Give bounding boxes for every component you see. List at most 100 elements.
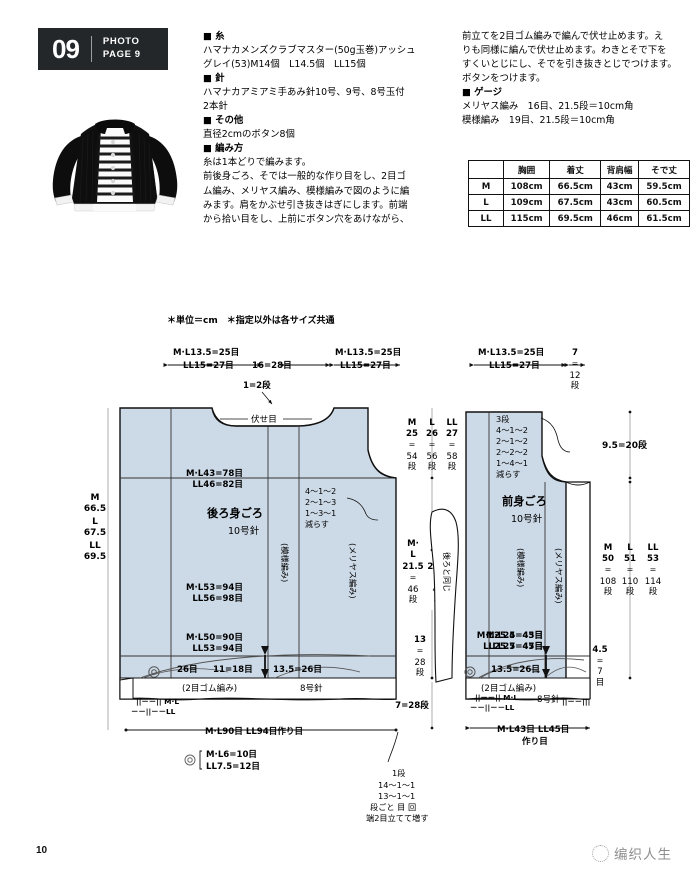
right-m-val: 50 — [602, 554, 614, 564]
front-neck-top-rows-a: 12 — [570, 371, 581, 381]
back-bind-off: 伏せ目 — [251, 413, 277, 425]
mid-ll-rows-b: 段 — [448, 460, 457, 472]
watermark-icon — [592, 844, 609, 862]
table-header-cell: 背肩幅 — [600, 160, 640, 179]
back-shoulder-left-ll: LL15=27目 — [183, 360, 234, 371]
text-line: 2本針 — [203, 101, 228, 113]
back-rib-ll: －－||－－LL — [131, 707, 176, 717]
table-header-row: 胸囲 着丈 背肩幅 そで丈 — [468, 160, 690, 179]
back-armhole-dec-1: 4～1～2 — [305, 487, 336, 496]
mid-l-rows-a: 56 — [427, 452, 438, 462]
back-pocket-ll: LL7.5=12目 — [206, 761, 260, 772]
back-length-ll: 69.5 — [84, 552, 106, 562]
front-shoulder-ml: M·L13.5=25目 — [478, 347, 544, 358]
side-note-3: 13～1～1 — [378, 791, 415, 801]
back-shoulder-right-ml: M·L13.5=25目 — [335, 347, 401, 358]
text-line: メリヤス編み 16目、21.5段＝10cm角 — [462, 101, 634, 113]
back-chest-upper-ml: M·L43=78目 — [186, 468, 243, 479]
back-rib-label: (2目ゴム編み) — [182, 682, 237, 694]
badge-page-label: PAGE 9 — [102, 49, 141, 60]
measurements-table: 胸囲 着丈 背肩幅 そで丈 M 108cm 66.5cm 43cm 59.5cm… — [468, 160, 690, 227]
front-same-as-back: 後ろと同じ — [442, 552, 452, 592]
mid3-eq: = — [417, 646, 424, 655]
table-cell: 109cm — [502, 194, 551, 211]
text-line: ■ その他 — [203, 115, 244, 127]
right-upper-dim: 9.5=20段 — [602, 439, 648, 451]
mid-ll-eq: = — [449, 440, 456, 449]
table-cell: 43cm — [600, 178, 640, 195]
right-ll-rows-a: 114 — [645, 577, 661, 587]
table-cell: 43cm — [600, 194, 640, 211]
back-length-l-label: L — [92, 517, 98, 527]
badge-number: 09 — [52, 33, 80, 64]
black-cardigan-photo — [33, 98, 196, 258]
back-hip-ll: LL53=94目 — [192, 643, 243, 654]
mid2-ml-label2: L — [410, 550, 416, 560]
text-line: 前後身ごろ、そでは一般的な作り目をし、2目ゴ — [203, 171, 406, 183]
text-line: りも同様に編んで伏せ止めます。わきとそで下を — [462, 45, 667, 57]
right-l-rows-b: 段 — [626, 585, 635, 597]
badge-photo-label: PHOTO — [102, 36, 140, 48]
back-chest-lower-ml: M·L53=94目 — [186, 582, 243, 593]
mid-l-eq: = — [429, 440, 436, 449]
text-line: すくいとじにし、そでを引き抜きとじでつけます。 — [462, 59, 677, 71]
front-stockinette-label: (メリヤス編み) — [554, 548, 564, 604]
right-l-label: L — [627, 543, 633, 553]
front-neck-dec-4: 1～4～1 — [496, 458, 528, 468]
back-stockinette-label: (メリヤス編み) — [348, 543, 358, 599]
units-note: ＊単位＝cm ＊指定以外は各サイズ共通 — [167, 314, 334, 326]
back-piece-needle: 10号針 — [228, 525, 260, 537]
mid2-ml-label: M· — [407, 539, 419, 549]
table-cell: 66.5cm — [549, 178, 602, 195]
table-row: LL 115cm 69.5cm 46cm 61.5cm — [468, 210, 690, 227]
back-neck-depth: 1=2段 — [243, 379, 271, 391]
front-neck-dec-0: 3段 — [496, 414, 509, 424]
text-line: 糸は1本どりで編みます。 — [203, 157, 312, 169]
front-piece-needle: 10号針 — [511, 513, 543, 525]
back-chest-upper-ll: LL46=82目 — [192, 479, 243, 490]
table-cell-size: L — [468, 194, 504, 211]
table-cell: 115cm — [502, 210, 551, 227]
text-line: 模様編み 19目、21.5段＝10cm角 — [462, 115, 615, 127]
front-neck-dec-1: 4～1～2 — [496, 425, 528, 435]
right-l-val: 51 — [624, 554, 636, 564]
back-length-l: 67.5 — [84, 528, 106, 538]
instructions-text-column: 前立てを2目ゴム編みで編んで伏せ止めます。え りも同様に編んで伏せ止めます。わき… — [462, 30, 694, 128]
table-cell: 46cm — [600, 210, 640, 227]
front-piece-title: 前身ごろ — [502, 494, 547, 508]
table-header-cell — [468, 160, 504, 179]
right-rib-rows-a: 7 — [597, 667, 602, 677]
back-pattern-label: (模様編み) — [280, 543, 290, 582]
table-cell: 69.5cm — [549, 210, 602, 227]
mid3-rows-a: 28 — [415, 658, 426, 668]
table-row: L 109cm 67.5cm 43cm 60.5cm — [468, 194, 690, 211]
table-cell: 60.5cm — [638, 194, 690, 211]
right-ll-eq: = — [650, 565, 657, 574]
back-cast-on: M·L90目 LL94目作り目 — [205, 725, 303, 737]
side-note-4: 段ごと 目 回 — [370, 802, 416, 812]
right-m-rows-b: 段 — [604, 585, 613, 597]
front-neck-top-rows-b: 段 — [571, 379, 580, 391]
back-mark-11: 11=18目 — [213, 664, 253, 675]
watermark: 编织人生 — [592, 843, 672, 863]
back-piece-title: 後ろ身ごろ — [207, 506, 263, 520]
text-line: ム編み、メリヤス編み、模様編みで図のように編 — [203, 185, 410, 197]
mid-m-rows-b: 段 — [408, 460, 417, 472]
text-line: ハマナカアミアミ手あみ針10号、9号、8号玉付 — [203, 87, 405, 99]
mid2-ml-eq: = — [410, 573, 417, 582]
table-row: M 108cm 66.5cm 43cm 59.5cm — [468, 178, 690, 195]
front-neck-top: 7 — [572, 348, 578, 358]
right-m-label: M — [604, 543, 613, 553]
front-neck-top-eq: = — [572, 359, 579, 368]
text-line: 前立てを2目ゴム編みで編んで伏せ止めます。え — [462, 31, 664, 42]
table-cell: 108cm — [502, 178, 551, 195]
front-neck-dec-3: 2～2～2 — [496, 447, 528, 457]
side-note-2: 14～1～1 — [378, 780, 415, 790]
back-shoulder-left-ml: M·L13.5=25目 — [173, 347, 239, 358]
photo-page-badge: 09 PHOTO PAGE 9 — [38, 28, 168, 70]
mid2-ml-val: 21.5 — [402, 562, 423, 572]
mid-ll-rows-a: 58 — [447, 452, 458, 462]
right-l-rows-a: 110 — [622, 577, 638, 587]
mid2-ml-rows-a: 46 — [408, 585, 419, 595]
right-rib-rows-b: 目 — [596, 677, 605, 688]
